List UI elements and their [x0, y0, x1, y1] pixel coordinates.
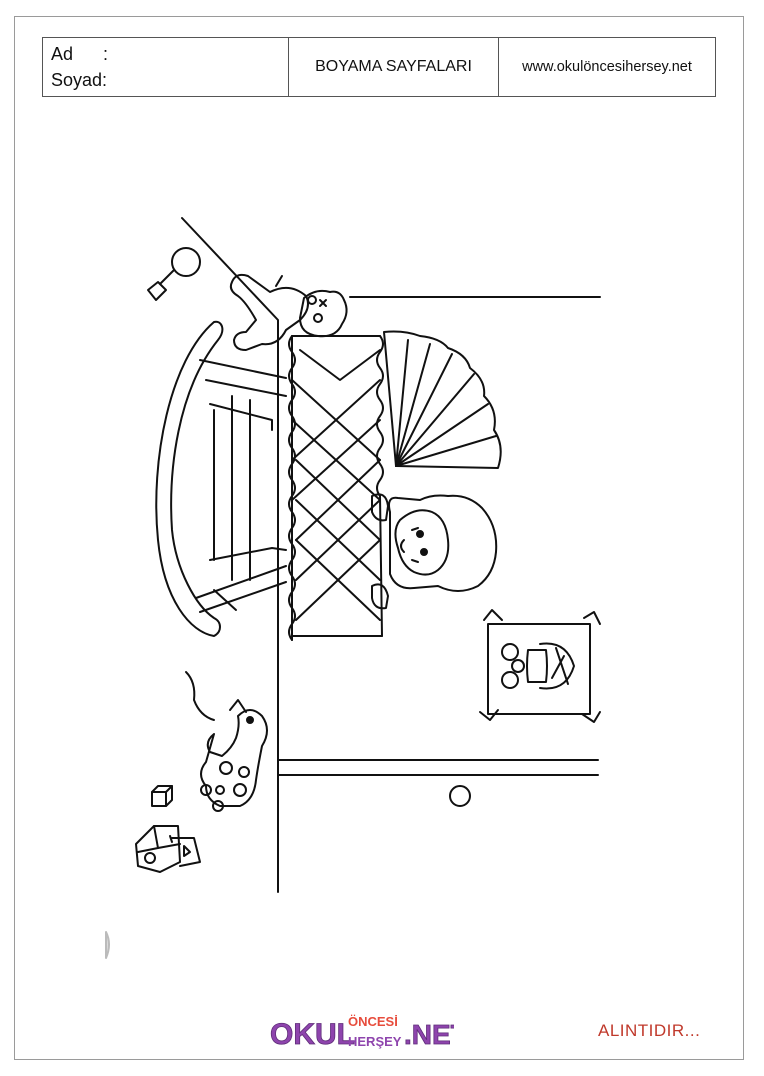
website-link[interactable]: www.okulöncesihersey.net [522, 59, 692, 75]
toy-blocks [135, 825, 201, 873]
small-block [151, 785, 173, 807]
header-table: Ad : Soyad: BOYAMA SAYFALARI www.okulönc… [42, 37, 716, 97]
baby [371, 493, 498, 610]
logo-oncesi: ÖNCESİ [348, 1014, 398, 1029]
cradle-rocker [155, 320, 287, 637]
room-lines [181, 217, 601, 893]
cradle-quilt [288, 335, 384, 641]
logo-hersey: HERŞEY [348, 1034, 402, 1049]
site-logo[interactable]: OKUL ÖNCESİ HERŞEY .NET [268, 1008, 469, 1052]
ad-label: Ad : [51, 44, 109, 64]
teddy-bear [229, 273, 348, 351]
fan-canopy [383, 330, 502, 469]
page-frame [14, 16, 744, 1060]
logo-net: .NET [404, 1019, 454, 1050]
scan-mark [105, 931, 110, 959]
ball [449, 785, 471, 807]
page-title: BOYAMA SAYFALARI [289, 38, 499, 96]
wall-picture [479, 609, 601, 723]
name-cell: Ad : Soyad: [43, 38, 289, 96]
toy-dog [185, 671, 268, 812]
logo-okul: OKUL [270, 1018, 355, 1051]
rattle-toy [147, 247, 201, 301]
footer-note: ALINTIDIR... [598, 1021, 701, 1040]
soyad-label: Soyad: [51, 70, 108, 90]
